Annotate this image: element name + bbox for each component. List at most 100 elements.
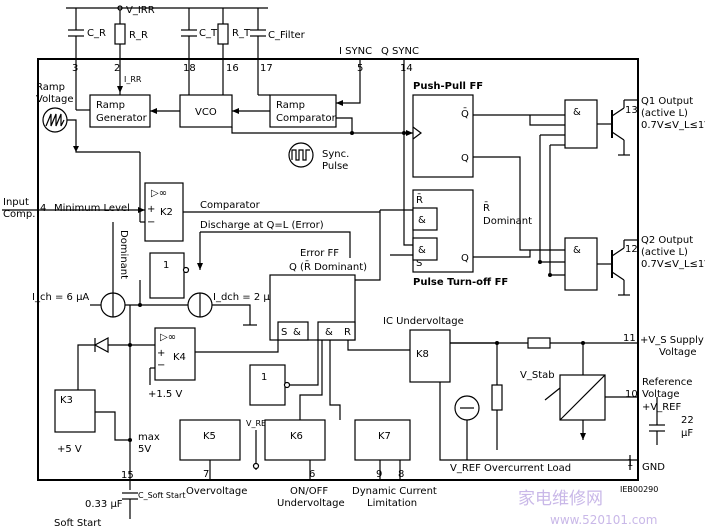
resistor-ref	[491, 384, 503, 411]
csoft-value: 0.33 μF	[85, 499, 123, 510]
overvoltage-label: Overvoltage	[186, 486, 247, 497]
pulse-turnoff-label: Pulse Turn-off FF	[413, 277, 508, 288]
q1-output-label: Q1 Output	[641, 96, 693, 107]
k2-comparator	[144, 182, 184, 242]
max-label: max	[138, 432, 160, 443]
pin-1: 1	[627, 458, 633, 469]
pin-2: 2	[114, 63, 120, 74]
error-ff-s: S	[281, 327, 287, 338]
sync-label-2: Pulse	[322, 161, 348, 172]
label-rr: R_R	[129, 30, 148, 41]
csoft-name: C_Soft Start	[138, 491, 185, 500]
cap-ct	[181, 8, 197, 59]
input-comp-label-2: Comp.	[3, 209, 35, 220]
pto-dominant: Dominant	[483, 216, 532, 227]
inverter-2	[249, 364, 286, 406]
comparator-label: Comparator	[200, 200, 261, 211]
pin-16: 16	[226, 63, 239, 74]
and-gate-q2	[564, 237, 598, 291]
q1-range-label: 0.7V≤V_L≤1V	[641, 120, 705, 131]
ramp-wave-icon	[42, 107, 68, 133]
vref-source-icon	[454, 395, 480, 421]
pto-and-2: &	[418, 245, 426, 256]
ramp-gen-label-1: Ramp	[96, 100, 125, 111]
k8-block	[409, 329, 451, 383]
vco-label: VCO	[195, 107, 217, 118]
k2-label: K2	[160, 207, 173, 218]
and-gate-q1	[564, 99, 598, 149]
k6-label: K6	[290, 431, 303, 442]
label-qsync: Q SYNC	[381, 46, 419, 57]
q2-output-label: Q2 Output	[641, 235, 693, 246]
pushpull-q: Q	[461, 153, 469, 164]
max5-label: 5V	[138, 444, 151, 455]
dyn-label-2: Limitation	[367, 498, 417, 509]
pin-8: 8	[398, 469, 404, 480]
cap-cfilter	[250, 8, 266, 59]
sync-label-1: Sync.	[322, 149, 349, 160]
onoff-label-2: Undervoltage	[277, 498, 345, 509]
ref-label-3: +V_REF	[642, 402, 681, 413]
pto-rbar-out: R̄	[483, 201, 490, 214]
pin-13: 13	[625, 105, 638, 116]
pin-10: 10	[625, 389, 638, 400]
input-comp-label-1: Input	[3, 197, 29, 208]
pin-9: 9	[376, 469, 382, 480]
pin-12: 12	[625, 244, 638, 255]
plus5-label: +5 V	[57, 444, 82, 455]
cap-softstart	[122, 492, 138, 519]
k4-label: K4	[173, 352, 186, 363]
k3-block	[54, 389, 96, 433]
error-ff-r: R	[344, 327, 351, 338]
ramp-voltage-label-2: Voltage	[36, 94, 74, 105]
transistor-q1	[597, 100, 630, 156]
pushpull-label: Push-Pull FF	[413, 81, 483, 92]
k4-minus: −	[157, 360, 165, 371]
pin-15: 15	[121, 470, 134, 481]
pin-3: 3	[72, 63, 78, 74]
k7-block	[354, 419, 411, 461]
res-rt	[217, 8, 229, 59]
inverter-2-label: 1	[261, 372, 267, 383]
vco-block	[179, 94, 233, 128]
ramp-comparator-block	[269, 94, 337, 128]
error-ff-label-2: Q (R̄ Dominant)	[289, 260, 367, 273]
label-cfilter: C_Filter	[268, 30, 306, 41]
idch-label: I_dch = 2 μA	[213, 292, 277, 303]
ic-under-label: IC Undervoltage	[383, 316, 464, 327]
error-ff-label-1: Error FF	[300, 248, 339, 259]
pin-6: 6	[309, 469, 315, 480]
discharge-label: Discharge at Q=L (Error)	[200, 220, 324, 231]
figure-code: IEB00290	[620, 485, 658, 494]
ic-outline	[37, 58, 639, 481]
gnd-label: GND	[642, 462, 665, 473]
res-rr	[114, 5, 126, 59]
k5-label: K5	[203, 431, 216, 442]
cap22-label: 22	[681, 415, 694, 426]
pto-sbar: S̄	[416, 256, 422, 269]
transistor-q2	[597, 240, 630, 296]
soft-start-label: Soft Start	[54, 518, 101, 529]
k5-block	[179, 419, 241, 461]
k2-plus: +	[147, 204, 155, 215]
ramp-comp-label-2: Comparator	[276, 113, 337, 124]
diode-icon	[93, 336, 109, 354]
pin-7: 7	[203, 469, 209, 480]
k2-minus: −	[147, 217, 155, 228]
k4-plus: +	[157, 348, 165, 359]
ich-label: I_ch = 6 μA	[32, 292, 89, 303]
cap22u-label: μF	[681, 428, 693, 439]
dominant-vertical: Dominant	[118, 230, 129, 279]
supply-label-2: Voltage	[659, 347, 697, 358]
pto-q: Q	[461, 253, 469, 264]
k7-label: K7	[378, 431, 391, 442]
overcurrent-label: V_REF Overcurrent Load	[450, 463, 571, 474]
label-cr: C_R	[87, 28, 106, 39]
label-irr: I_RR	[124, 75, 142, 84]
pushpull-ff-block	[412, 94, 474, 178]
q2-range-label: 0.7V≤V_L≤1V	[641, 259, 705, 270]
watermark-url: www.520101.com	[550, 513, 657, 527]
pin-17: 17	[260, 63, 273, 74]
